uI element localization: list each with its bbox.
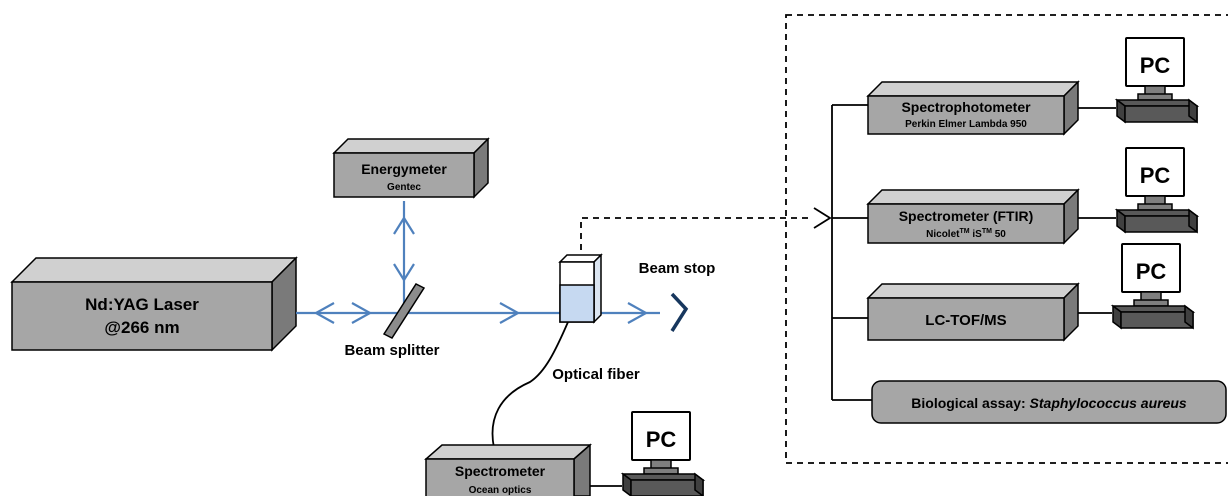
- biological-assay-species: Staphylococcus aureus: [1030, 395, 1187, 411]
- ftir-subtitle-tm2: TM: [982, 228, 992, 235]
- pc-icon-spectrophotometer: PC: [1116, 37, 1198, 123]
- pc-label-ftir: PC: [1140, 163, 1171, 188]
- beam-stop-label: Beam stop: [639, 260, 716, 277]
- biological-assay-prefix: Biological assay:: [911, 395, 1029, 411]
- energymeter-title: Energymeter: [361, 161, 447, 177]
- beam-arrow-down: [393, 263, 415, 283]
- spectrophotometer-title: Spectrophotometer: [901, 99, 1031, 115]
- cuvette: [558, 253, 603, 324]
- laser-name: Nd:YAG Laser: [85, 295, 199, 314]
- energymeter-subtitle: Gentec: [387, 182, 421, 193]
- pc-label-lc-tof-ms: PC: [1136, 259, 1167, 284]
- optical-fiber-label: Optical fiber: [552, 366, 640, 383]
- spectrophotometer-subtitle: Perkin Elmer Lambda 950: [905, 119, 1027, 130]
- laser-wavelength: @266 nm: [104, 318, 179, 337]
- optical-fiber-cable: [491, 321, 569, 449]
- ftir-subtitle: NicoletTM iSTM 50: [926, 228, 1006, 240]
- sample-transfer-dashed-line: [580, 217, 812, 250]
- beam-arrow-right-3: [627, 302, 649, 324]
- beam-splitter: [382, 283, 426, 339]
- distribution-bus: [831, 104, 872, 401]
- spectrometer-ocean-optics-box: Spectrometer Ocean optics: [424, 443, 592, 496]
- sample-transfer-arrowhead: [813, 207, 832, 229]
- pc-icon-ftir: PC: [1116, 147, 1198, 233]
- beam-stop-icon: [670, 292, 689, 332]
- laser-box: Nd:YAG Laser @266 nm: [10, 256, 298, 352]
- biological-assay-box: Biological assay: Staphylococcus aureus: [871, 380, 1227, 424]
- ftir-title: Spectrometer (FTIR): [899, 208, 1034, 224]
- pc-label-spectrophotometer: PC: [1140, 53, 1171, 78]
- lc-tof-ms-title: LC-TOF/MS: [925, 312, 1006, 329]
- spectrometer-bottom-subtitle: Ocean optics: [469, 485, 532, 496]
- spectrophotometer-box: Spectrophotometer Perkin Elmer Lambda 95…: [866, 80, 1080, 136]
- ftir-subtitle-c: 50: [992, 229, 1006, 240]
- energymeter-box: Energymeter Gentec: [332, 137, 490, 199]
- beam-arrow-left: [313, 302, 335, 324]
- spectrometer-bottom-title: Spectrometer: [455, 463, 546, 479]
- beam-arrow-right-1: [351, 302, 373, 324]
- ftir-subtitle-tm1: TM: [959, 228, 969, 235]
- ftir-subtitle-a: Nicolet: [926, 229, 960, 240]
- ftir-subtitle-b: iS: [970, 229, 983, 240]
- ftir-spectrometer-box: Spectrometer (FTIR) NicoletTM iSTM 50: [866, 188, 1080, 245]
- beam-arrow-up: [393, 215, 415, 235]
- pc-label-bottom: PC: [646, 427, 677, 452]
- analysis-enclosure: [785, 14, 1228, 464]
- pc-icon-lc-tof-ms: PC: [1112, 243, 1194, 329]
- beam-arrow-right-2: [499, 302, 521, 324]
- lc-tof-ms-box: LC-TOF/MS: [866, 282, 1080, 342]
- biological-assay-label: Biological assay: Staphylococcus aureus: [911, 395, 1187, 411]
- beam-splitter-label: Beam splitter: [344, 342, 439, 359]
- pc-icon-bottom: PC: [622, 411, 704, 496]
